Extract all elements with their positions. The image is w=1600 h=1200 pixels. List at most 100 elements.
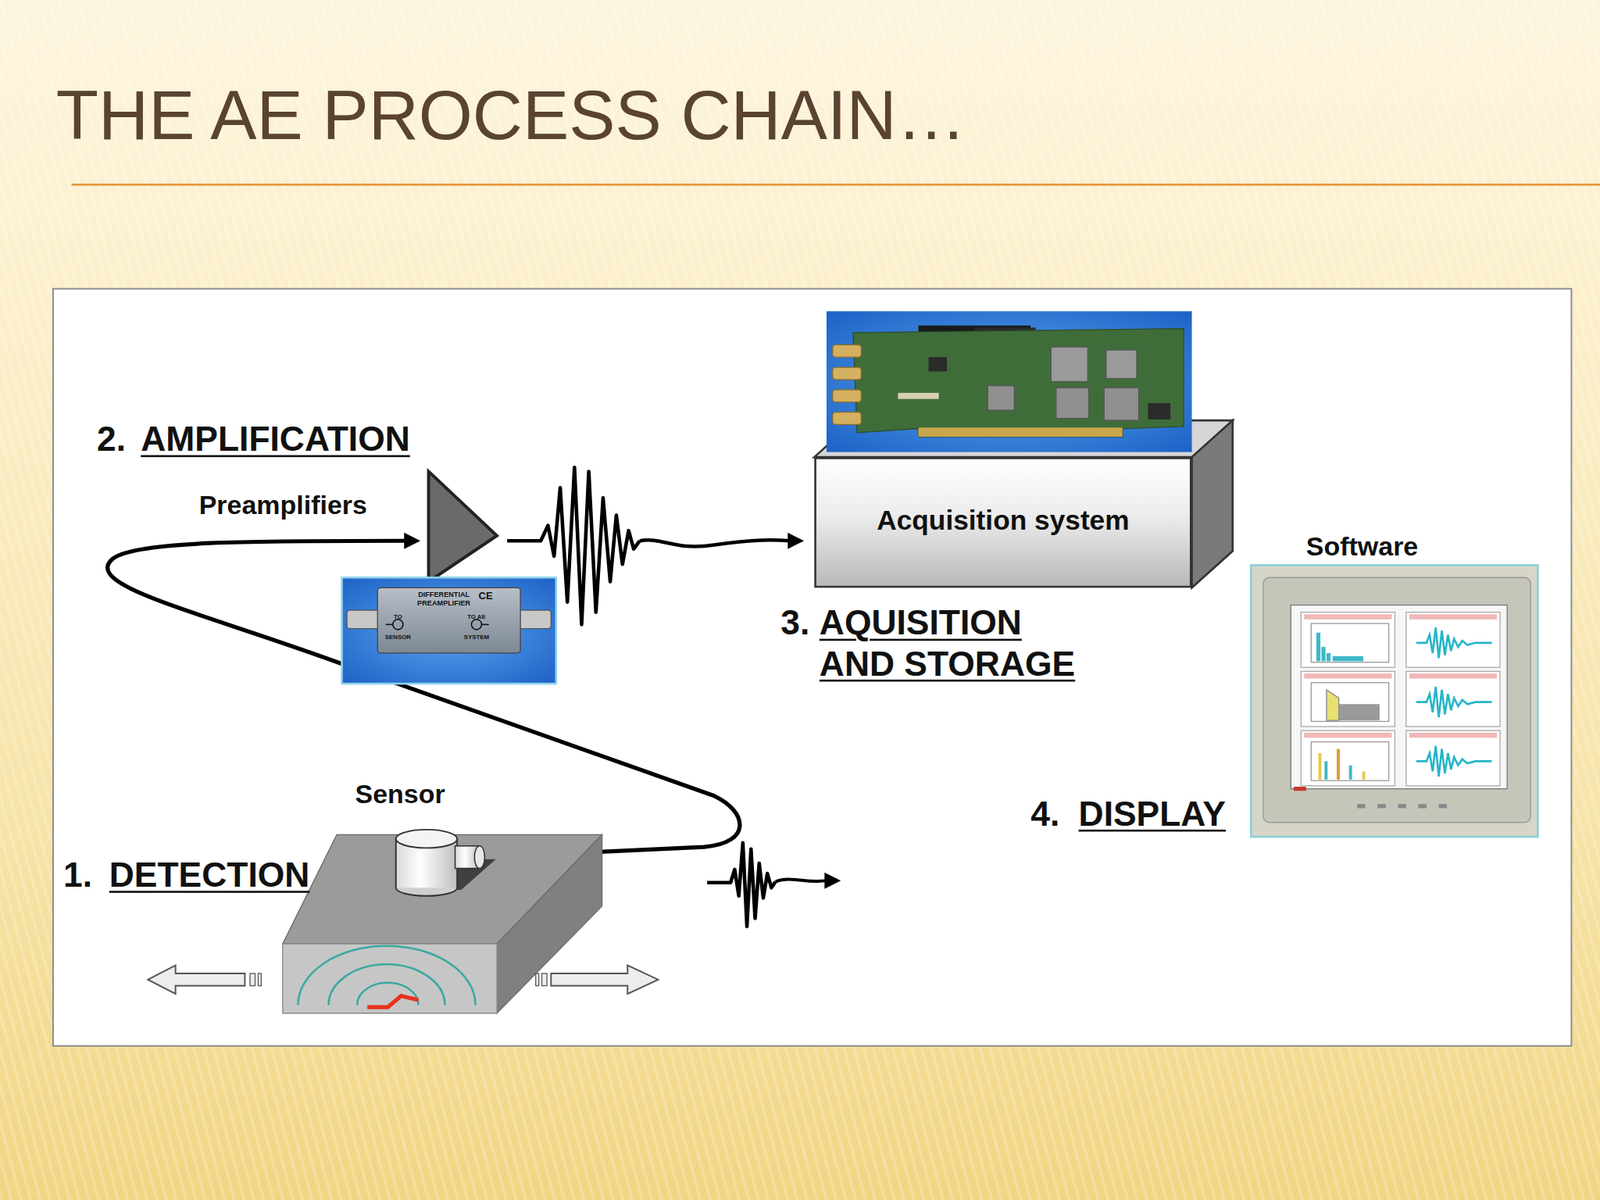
step-name: AMPLIFICATION xyxy=(140,418,411,460)
plot-panel xyxy=(1406,730,1500,786)
bnc-connector xyxy=(832,389,862,403)
sensor-connector xyxy=(474,846,485,869)
monitor-bezel xyxy=(1263,577,1531,822)
sensor-symbol xyxy=(396,829,486,897)
chip xyxy=(1050,346,1088,382)
module-label: DIFFERENTIAL PREAMPLIFIER xyxy=(410,590,477,608)
plot-area xyxy=(1310,623,1389,663)
circuit-board xyxy=(853,328,1184,437)
plot-panel xyxy=(1300,612,1395,668)
box-label: Acquisition system xyxy=(816,500,1190,541)
plot-panel xyxy=(1300,730,1395,786)
preamplifier-module: DIFFERENTIAL PREAMPLIFIERCETO SENSORTO A… xyxy=(342,577,557,684)
histogram-bar xyxy=(1326,653,1331,661)
plot-area xyxy=(1310,742,1389,782)
step-number: 4. xyxy=(1030,792,1060,834)
port-symbol xyxy=(481,624,489,626)
monitor-button xyxy=(1439,803,1447,808)
waveform-plot xyxy=(1416,686,1493,718)
edge-connector xyxy=(918,427,1123,437)
plot-title-bar xyxy=(1303,614,1392,620)
crack xyxy=(367,996,418,1008)
load-arrow xyxy=(535,973,540,986)
sensor-cable xyxy=(107,540,740,858)
diagram-panel xyxy=(53,289,1572,1047)
plot-title-bar xyxy=(1409,732,1497,739)
signal-arrow xyxy=(639,539,791,547)
histogram-bar xyxy=(1349,765,1353,780)
histogram-bar xyxy=(1362,771,1366,779)
plot-title-bar xyxy=(1303,732,1392,739)
port-label: TO AE SYSTEM xyxy=(457,606,495,647)
step-number: 1. xyxy=(63,853,93,895)
histogram-bar xyxy=(1339,703,1380,721)
acquisition-board-photo xyxy=(826,310,1193,452)
histogram-bar xyxy=(1336,749,1340,780)
wave-front xyxy=(328,964,446,1005)
photo-background xyxy=(342,577,557,684)
component xyxy=(897,392,939,400)
block-front-face xyxy=(282,943,497,1014)
monitor-button xyxy=(1377,803,1386,808)
sensor-outline xyxy=(395,839,397,889)
arrowhead xyxy=(787,532,804,550)
waveform-plot xyxy=(1416,627,1493,658)
plot-panel xyxy=(1300,671,1395,727)
histogram-bar xyxy=(1321,646,1325,661)
photo-background xyxy=(826,310,1193,452)
load-arrow xyxy=(250,973,256,986)
amplifier-symbol xyxy=(428,471,498,582)
wave-front xyxy=(297,946,475,1006)
preamplifier-photo xyxy=(342,577,557,684)
chip xyxy=(928,357,948,372)
step-name: AQUISITION AND STORAGE xyxy=(819,602,1093,684)
histogram-bar xyxy=(1324,760,1328,780)
chip xyxy=(1103,387,1139,421)
wave-front xyxy=(357,982,418,1006)
raw-waveform xyxy=(707,842,776,927)
monitor-button xyxy=(1357,803,1365,808)
arrowhead xyxy=(824,872,841,890)
load-arrow xyxy=(147,965,245,995)
histogram-bar xyxy=(1316,632,1321,662)
part-label: Preamplifiers xyxy=(199,489,368,521)
display-heading: Software xyxy=(1306,530,1418,561)
photo-background xyxy=(1250,564,1540,838)
plot-title-bar xyxy=(1409,614,1497,620)
bnc-connector xyxy=(346,610,382,629)
waveform-plot xyxy=(1416,746,1493,777)
monitor-button xyxy=(1397,803,1406,808)
histogram-bar xyxy=(1318,753,1322,780)
chip xyxy=(1147,403,1171,420)
sensor-top xyxy=(396,829,458,849)
arrowhead xyxy=(403,532,421,550)
chip xyxy=(987,385,1015,411)
chip xyxy=(1106,350,1137,379)
signal-arrow xyxy=(775,878,827,882)
port-symbol xyxy=(385,624,393,626)
step-number: 2. xyxy=(96,418,126,460)
preamplifier-module xyxy=(377,587,521,654)
box-side-face xyxy=(1192,420,1233,588)
chip xyxy=(1056,387,1090,418)
plot-panel xyxy=(1406,612,1500,668)
bnc-connector xyxy=(832,344,862,358)
monitor-screen xyxy=(1290,605,1508,790)
port-label: TO SENSOR xyxy=(382,606,414,647)
monitor-photo xyxy=(1250,564,1540,838)
step-number: 3. xyxy=(780,602,810,643)
bnc-connector xyxy=(516,610,551,629)
slide-title: THE AE PROCESS CHAIN… xyxy=(56,73,967,155)
monitor-button xyxy=(1418,803,1427,808)
monitor-display: Software xyxy=(1250,564,1540,838)
load-arrow xyxy=(257,973,261,986)
bnc-connector xyxy=(832,367,862,380)
histogram-bar xyxy=(1332,656,1364,662)
screen-item xyxy=(1293,786,1307,791)
port-symbol xyxy=(392,619,404,630)
step-name: DISPLAY xyxy=(1078,792,1226,834)
title-rule xyxy=(71,183,1600,186)
step-name: DETECTION xyxy=(109,853,311,895)
plot-panel xyxy=(1406,671,1500,727)
